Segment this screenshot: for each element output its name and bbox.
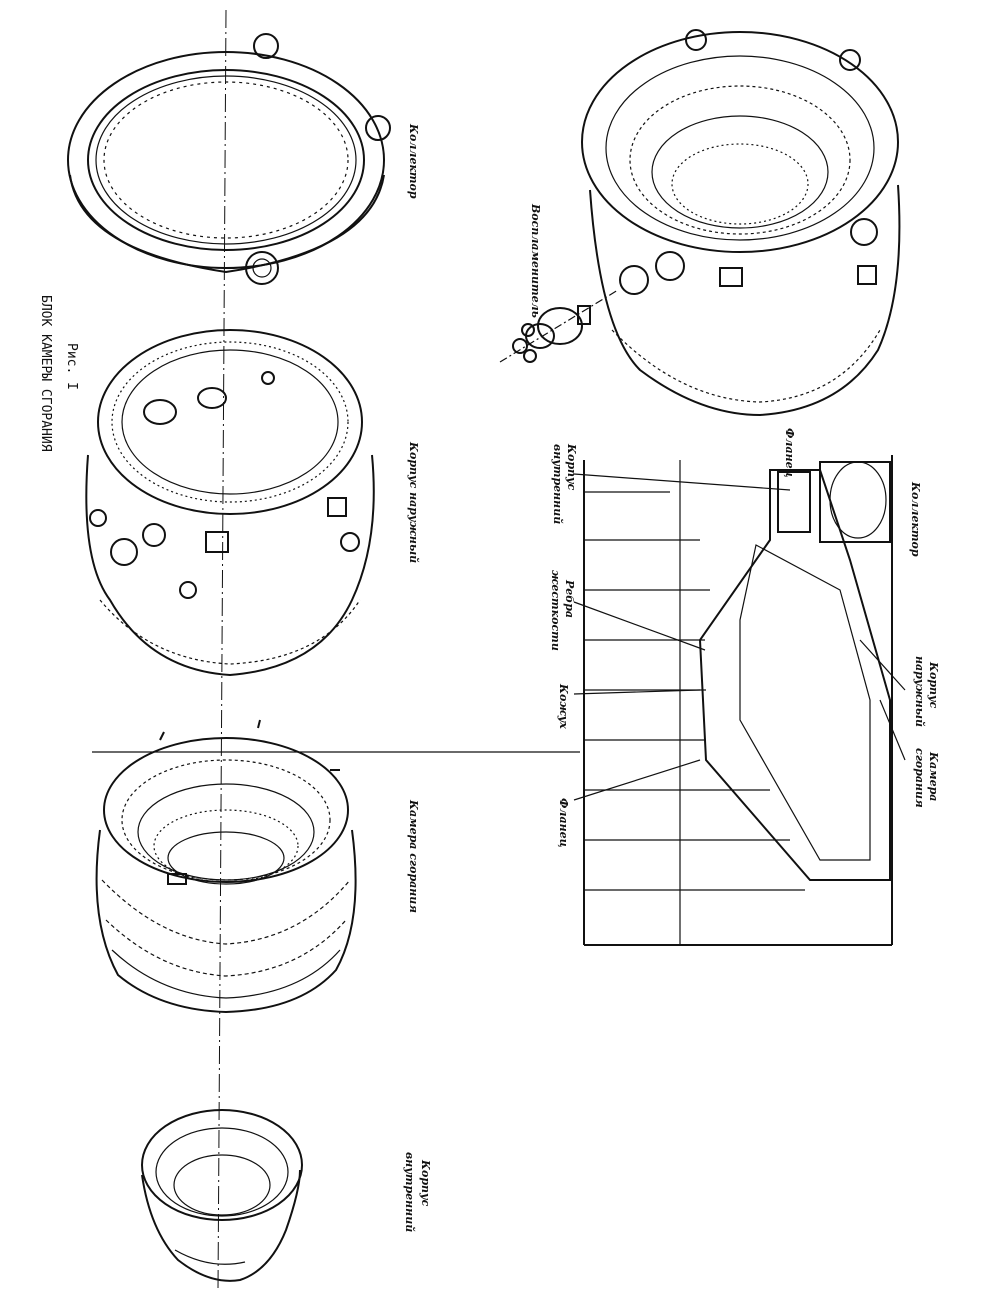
combustion-chamber-liner — [95, 719, 357, 1014]
figure-title: БЛОК КАМЕРЫ СГОРАНИЯ — [38, 295, 53, 452]
label-inner-casing-1: Корпус — [419, 1159, 432, 1207]
section-label-outer-casing-2: наружный — [913, 656, 926, 727]
section-label-shroud: Кожух — [557, 683, 570, 729]
section-label-inner-casing-2: внутренний — [551, 444, 564, 524]
section-label-chamber-1: Камера — [927, 751, 940, 801]
section-label-outer-casing-1: Корпус — [927, 661, 940, 709]
section-label-flange-top: Фланец — [783, 428, 796, 478]
label-inner-casing-2: внутренний — [403, 1152, 416, 1232]
cross-section — [583, 455, 893, 946]
label-collector: Коллектор — [407, 123, 420, 199]
label-combustion-chamber: Камера сгорания — [407, 799, 420, 913]
exploded-axis-line — [217, 9, 227, 1291]
section-label-ribs-1: Ребра — [563, 579, 576, 618]
inner-casing — [141, 1109, 303, 1282]
section-label-flange-bottom: Фланец — [557, 798, 570, 848]
figure-number: Рис. I — [64, 343, 79, 390]
igniter — [499, 289, 619, 363]
outer-casing — [85, 329, 375, 677]
section-label-chamber-2: сгорания — [913, 748, 926, 808]
label-igniter: Воспламенитель — [529, 203, 542, 318]
label-outer-casing: Корпус наружный — [407, 441, 420, 563]
leader-lines — [573, 473, 906, 801]
figure-caption: БЛОК КАМЕРЫ СГОРАНИЯ Рис. I — [38, 295, 79, 452]
section-label-ribs-2: жесткости — [549, 570, 562, 651]
collector-ring — [67, 33, 391, 285]
section-label-inner-casing-1: Корпус — [565, 443, 578, 491]
section-label-collector: Коллектор — [909, 481, 922, 557]
assembled-view — [581, 29, 901, 417]
